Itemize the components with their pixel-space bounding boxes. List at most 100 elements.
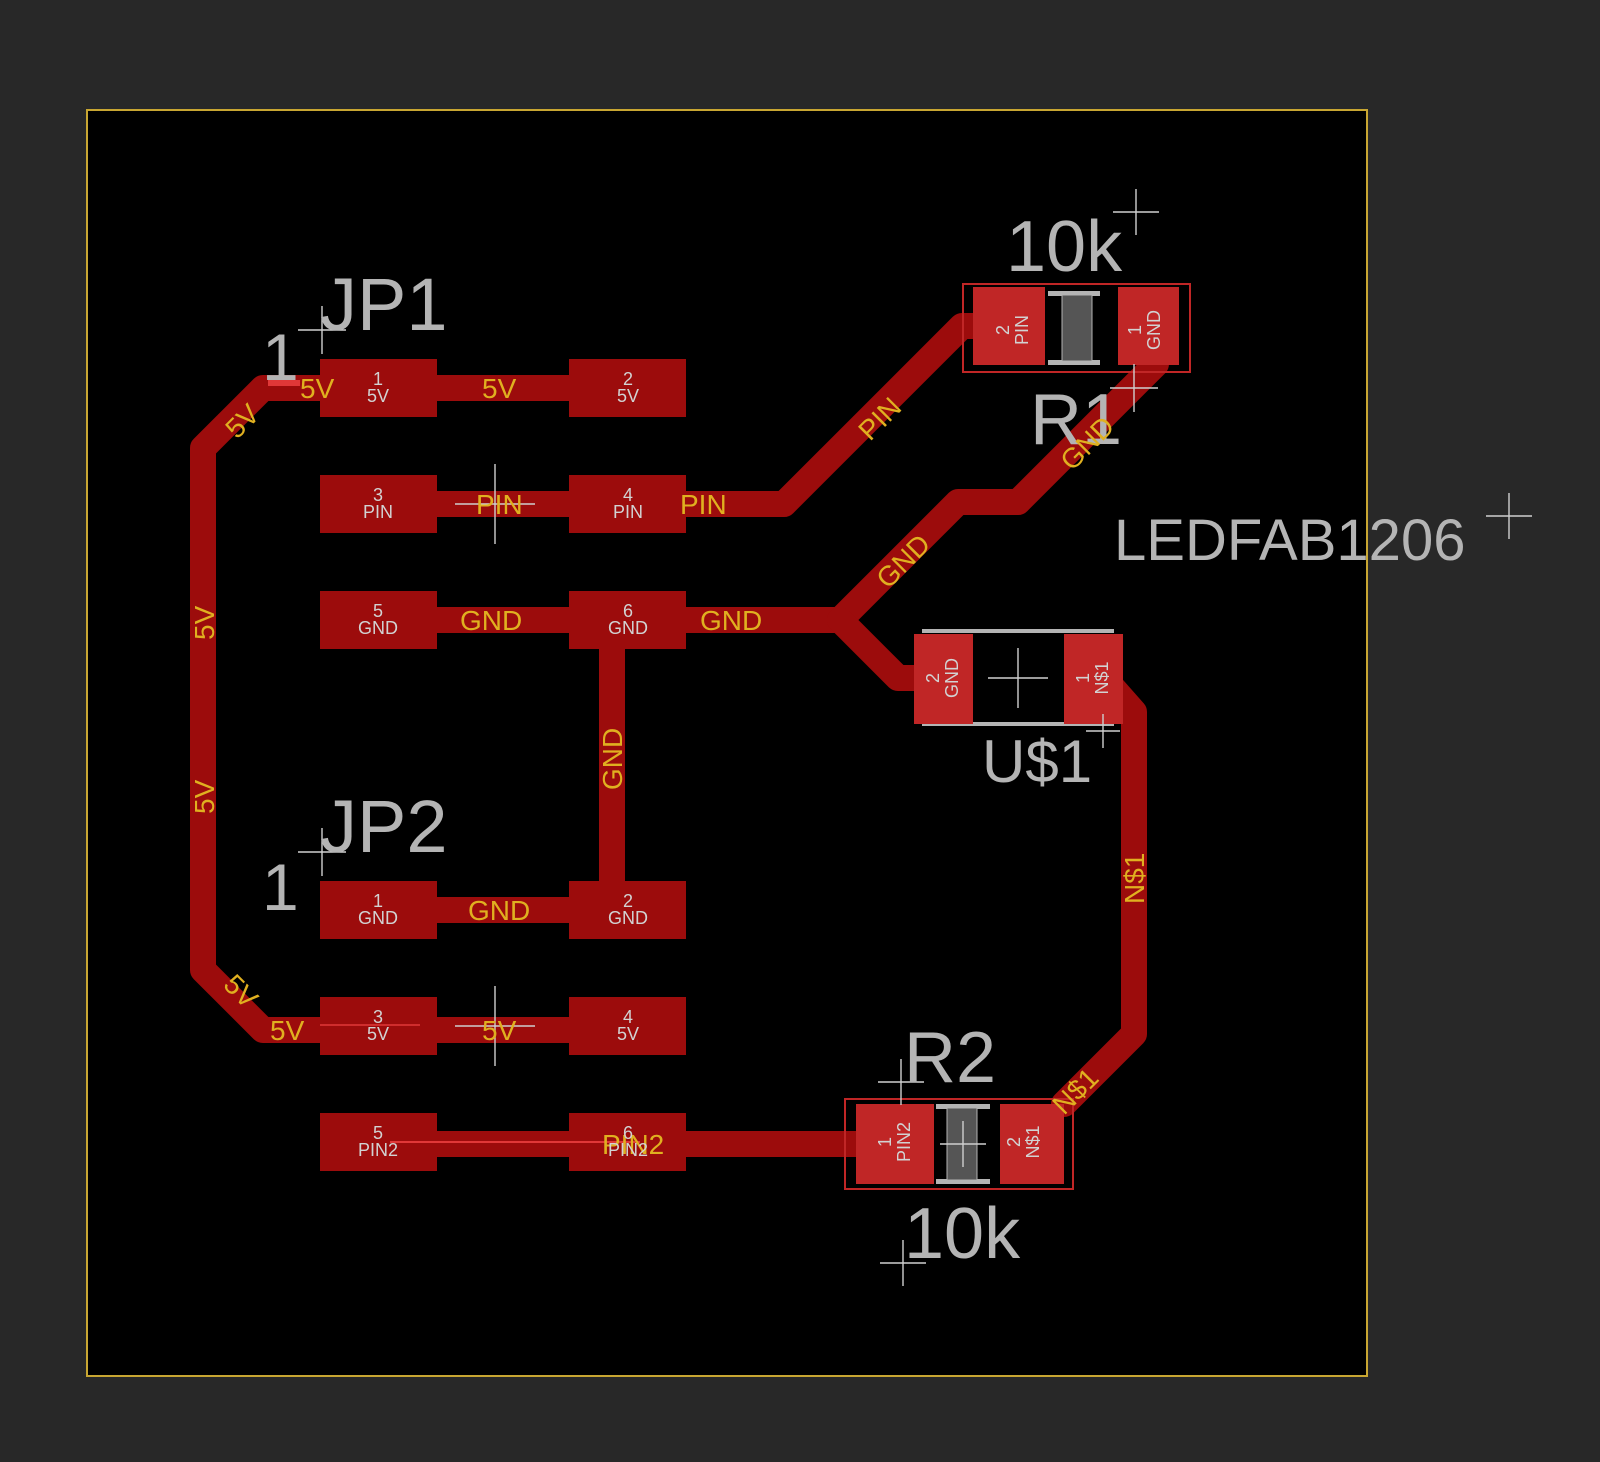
jp1-pad-5	[320, 591, 437, 649]
jp1-name: JP1	[320, 263, 448, 346]
jp1-pad-6	[569, 591, 686, 649]
jp1-pad-2	[569, 359, 686, 417]
r1-pad-1	[1118, 287, 1179, 365]
r1-name: R1	[1030, 380, 1122, 460]
jp1-pad6-num: 6	[623, 601, 633, 621]
cross-u1-value	[1086, 714, 1120, 748]
u1-name: U$1	[982, 728, 1092, 795]
jp1-pad-4	[569, 475, 686, 533]
r2-pad2-net: N$1	[1023, 1125, 1043, 1158]
cross-r1	[1110, 364, 1158, 412]
r1-body	[1061, 294, 1093, 362]
jp1-pad4-net: PIN	[613, 502, 643, 522]
jp2-pad5-net: PIN2	[358, 1140, 398, 1160]
u1-pad1-num: 1	[1073, 673, 1093, 683]
jp1-pad5-num: 5	[373, 601, 383, 621]
label-pin-mid: PIN	[476, 489, 523, 520]
label-jp2-gnd: GND	[468, 895, 530, 926]
label-n1-vert: N$1	[1119, 853, 1150, 904]
label-gnd-mid: GND	[460, 605, 522, 636]
jp2-pad-3	[320, 997, 437, 1055]
jp2-pads	[320, 881, 686, 1171]
jp2-pad4-net: 5V	[617, 1024, 639, 1044]
r1-footprint	[962, 283, 1191, 373]
r2-pad2-num: 2	[1004, 1137, 1024, 1147]
r1-outline	[962, 283, 1191, 373]
cross-led-label	[1486, 493, 1532, 539]
label-gnd-right: GND	[700, 605, 762, 636]
u1-pad-2	[914, 634, 973, 724]
label-gnd-vert: GND	[597, 728, 628, 790]
origin-crosses	[298, 189, 1532, 1286]
jp1-pad2-net: 5V	[617, 386, 639, 406]
cross-r2-value	[880, 1240, 926, 1286]
trace-gnd-to-r1	[827, 351, 1169, 633]
u1-footprint	[914, 629, 1123, 726]
jp2-pad1-net: GND	[358, 908, 398, 928]
cross-jp1-center	[455, 464, 535, 544]
r1-value: 10k	[1006, 207, 1123, 287]
r1-pad1-num: 1	[1125, 325, 1145, 335]
label-pin-right: PIN	[680, 489, 727, 520]
r1-pad1-net: GND	[1144, 310, 1164, 350]
label-5v-vert-a: 5V	[189, 605, 220, 640]
cross-r1-name	[1113, 189, 1159, 235]
trace-5v-left-loop	[190, 375, 391, 1043]
jp1-pad1-net: 5V	[367, 386, 389, 406]
cross-r2-center	[940, 1121, 986, 1167]
silkscreen-labels: JP1 1 JP2 1 10k R1 LEDFAB1206 U$1 R2 10k	[262, 207, 1465, 1274]
jp1-pad3-net: PIN	[363, 502, 393, 522]
cross-jp2-center	[455, 986, 535, 1066]
jp1-pin1-mark: 1	[262, 320, 299, 394]
u1-silk-top	[922, 629, 1114, 633]
label-jp1-5v-pad: 5V	[300, 373, 335, 404]
jp2-pin1-mark: 1	[262, 850, 299, 924]
r2-pad-2	[1000, 1104, 1064, 1184]
jp2-pad4-num: 4	[623, 1007, 633, 1027]
r2-pad-1	[856, 1104, 934, 1184]
label-jp2-5v-pad: 5V	[270, 1015, 305, 1046]
u1-silk-bottom	[922, 722, 1114, 726]
jp1-pad-3	[320, 475, 437, 533]
cross-r2-name	[878, 1059, 924, 1105]
u1-pad2-num: 2	[923, 673, 943, 683]
r2-pad1-net: PIN2	[894, 1122, 914, 1162]
jp1-pad3-num: 3	[373, 485, 383, 505]
r2-value: 10k	[904, 1194, 1021, 1274]
jp1-pads	[320, 359, 686, 649]
r2-pad1-num: 1	[875, 1137, 895, 1147]
u1-pad2-net: GND	[942, 658, 962, 698]
jp1-pad5-net: GND	[358, 618, 398, 638]
jp1-pad1-num: 1	[373, 369, 383, 389]
r1-pad-2	[973, 287, 1045, 365]
jp2-pad1-num: 1	[373, 891, 383, 911]
cross-u1-center	[988, 648, 1048, 708]
jp2-pad3-net: 5V	[367, 1024, 389, 1044]
jp1-pad4-num: 4	[623, 485, 633, 505]
jp1-pad2-num: 2	[623, 369, 633, 389]
cross-jp2	[298, 828, 346, 876]
jp2-pad3-num: 3	[373, 1007, 383, 1027]
label-pin2: PIN2	[602, 1129, 664, 1160]
jp1-pad6-net: GND	[608, 618, 648, 638]
jp2-pad-1	[320, 881, 437, 939]
r2-outline	[844, 1098, 1074, 1190]
jp1-pad-1	[320, 359, 437, 417]
jp2-pad6-num: 6	[623, 1123, 633, 1143]
label-jp1-5v-mid: 5V	[482, 373, 517, 404]
r2-name: R2	[904, 1018, 996, 1098]
r1-pad2-net: PIN	[1012, 315, 1032, 345]
jp2-name: JP2	[320, 785, 448, 868]
jp2-pad2-net: GND	[608, 908, 648, 928]
u1-pad-1	[1064, 634, 1123, 724]
r1-pad2-num: 2	[993, 325, 1013, 335]
u1-value: LEDFAB1206	[1114, 508, 1465, 573]
jp2-pad-4	[569, 997, 686, 1055]
pad-texts: 1 5V 2 5V 3 PIN 4 PIN 5 GND 6 GND 1 GND …	[358, 310, 1164, 1162]
jp2-pad5-num: 5	[373, 1123, 383, 1143]
u1-pad1-net: N$1	[1092, 661, 1112, 694]
jp2-pad-2	[569, 881, 686, 939]
jp2-pad2-num: 2	[623, 891, 633, 911]
jp2-pad6-net: PIN2	[608, 1140, 648, 1160]
